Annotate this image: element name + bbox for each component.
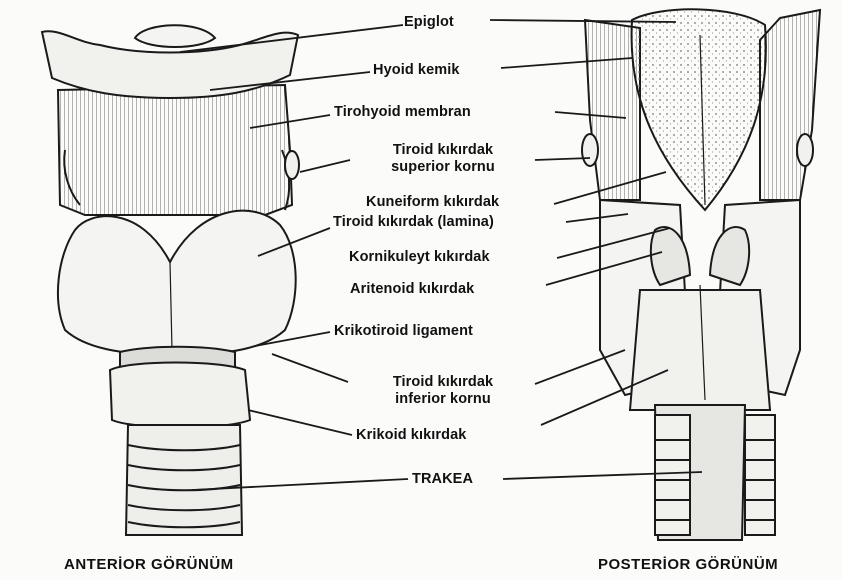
label-hyoid-bone: Hyoid kemik — [373, 62, 460, 79]
epiglottis-tip-anterior — [135, 25, 215, 47]
caption-posterior-view: POSTERİOR GÖRÜNÜM — [598, 556, 778, 573]
label-arytenoid-cartilage: Aritenoid kıkırdak — [350, 281, 474, 298]
label-superior-horn: Tiroid kıkırdak superior kornu — [350, 142, 536, 176]
label-corniculate-cartilage: Kornikuleyt kıkırdak — [349, 249, 490, 266]
cricoid-cartilage-posterior — [630, 290, 770, 410]
trachea-anterior — [126, 425, 242, 535]
label-inferior-horn-line1: Tiroid kıkırdak — [350, 374, 536, 391]
label-superior-horn-line1: Tiroid kıkırdak — [350, 142, 536, 159]
posterior-view — [582, 9, 820, 540]
thyrohyoid-membrane-anterior — [58, 85, 292, 215]
label-trachea: TRAKEA — [412, 471, 473, 488]
label-epiglot: Epiglot — [404, 14, 454, 31]
thyroid-cartilage-anterior — [58, 211, 296, 355]
label-thyroid-lamina: Tiroid kıkırdak (lamina) — [333, 214, 494, 231]
label-cricothyroid-ligament: Krikotiroid ligament — [334, 323, 473, 340]
label-cricoid-cartilage: Krikoid kıkırdak — [356, 427, 466, 444]
label-cuneiform-cartilage: Kuneiform kıkırdak — [366, 194, 499, 211]
label-inferior-horn: Tiroid kıkırdak inferior kornu — [350, 374, 536, 408]
cricoid-cartilage-anterior — [110, 363, 250, 428]
arytenoid-cartilage — [651, 227, 690, 285]
epiglottis-posterior — [632, 9, 766, 210]
label-thyrohyoid-membrane: Tirohyoid membran — [334, 104, 471, 121]
caption-anterior-view: ANTERİOR GÖRÜNÜM — [64, 556, 234, 573]
label-inferior-horn-line2: inferior kornu — [350, 391, 536, 408]
anterior-view — [42, 25, 299, 535]
label-superior-horn-line2: superior kornu — [350, 159, 536, 176]
